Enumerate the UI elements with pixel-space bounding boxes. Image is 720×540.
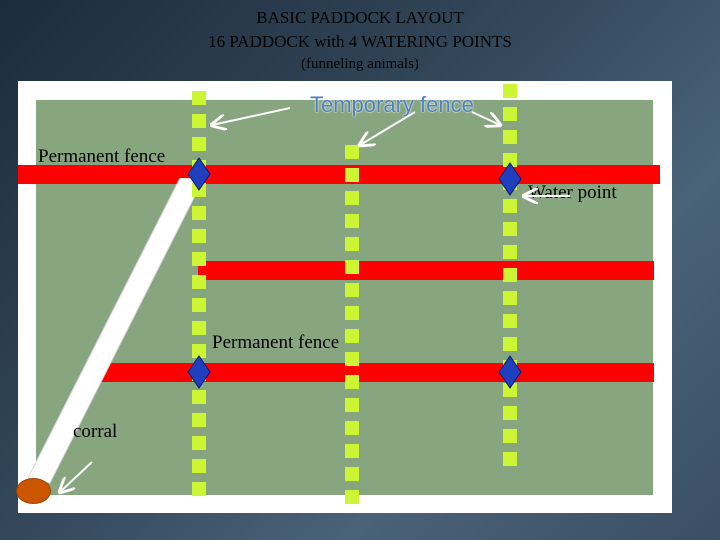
temporary-fence-left-post bbox=[192, 275, 206, 289]
temporary-fence-middle-post bbox=[345, 283, 359, 297]
temporary-fence-left-post bbox=[192, 344, 206, 358]
temporary-fence-right-post bbox=[503, 452, 517, 466]
temporary-fence-middle-post bbox=[345, 352, 359, 366]
temporary-fence-left-post bbox=[192, 229, 206, 243]
temporary-fence-right-post bbox=[503, 107, 517, 121]
water-point-1 bbox=[187, 157, 211, 191]
temporary-fence-label: Temporary fence bbox=[310, 92, 474, 117]
temporary-fence-middle-post bbox=[345, 398, 359, 412]
diagram-title: BASIC PADDOCK LAYOUT bbox=[256, 8, 464, 27]
temporary-fence-left-post bbox=[192, 390, 206, 404]
temporary-fence-middle-post bbox=[345, 214, 359, 228]
water-point-3 bbox=[187, 355, 211, 389]
permanent-fence-2 bbox=[198, 261, 654, 280]
water-point-label: Water point bbox=[528, 182, 617, 203]
temporary-fence-right-post bbox=[503, 245, 517, 259]
temporary-fence-left-post bbox=[192, 91, 206, 105]
temporary-fence-right-post bbox=[503, 291, 517, 305]
temporary-fence-right-post bbox=[503, 84, 517, 98]
temporary-fence-right-post bbox=[503, 222, 517, 236]
temporary-fence-middle-post bbox=[345, 375, 359, 389]
temporary-fence-middle-post bbox=[345, 329, 359, 343]
temporary-fence-left-post bbox=[192, 321, 206, 335]
temporary-fence-middle-post bbox=[345, 191, 359, 205]
temporary-fence-right-post bbox=[503, 153, 517, 167]
permanent-fence-label-middle: Permanent fence bbox=[212, 332, 340, 353]
temporary-fence-right-post bbox=[503, 383, 517, 397]
temporary-fence-left-post bbox=[192, 436, 206, 450]
temporary-fence-left-post bbox=[192, 114, 206, 128]
temporary-fence-middle-post bbox=[345, 168, 359, 182]
temporary-fence-left-post bbox=[192, 206, 206, 220]
corral-label: corral bbox=[73, 421, 118, 442]
temporary-fence-middle-post bbox=[345, 145, 359, 159]
temporary-fence-right-post bbox=[503, 199, 517, 213]
temporary-fence-left-post bbox=[192, 482, 206, 496]
temporary-fence-middle-post bbox=[345, 467, 359, 481]
corral bbox=[16, 478, 51, 504]
permanent-fence-label-top: Permanent fence bbox=[38, 146, 166, 167]
temporary-fence-middle-post bbox=[345, 490, 359, 504]
temporary-fence-left-post bbox=[192, 252, 206, 266]
temporary-fence-middle-post bbox=[345, 444, 359, 458]
temporary-fence-left-post bbox=[192, 459, 206, 473]
temporary-fence-left-post bbox=[192, 298, 206, 312]
diagram-note: (funneling animals) bbox=[301, 56, 419, 72]
funnel-lane bbox=[27, 178, 205, 484]
temporary-fence-right-post bbox=[503, 130, 517, 144]
temporary-fence-middle-post bbox=[345, 237, 359, 251]
temporary-fence-right-post bbox=[503, 429, 517, 443]
temporary-fence-middle-post bbox=[345, 421, 359, 435]
diagram-subtitle: 16 PADDOCK with 4 WATERING POINTS bbox=[208, 32, 512, 51]
temporary-fence-middle-post bbox=[345, 260, 359, 274]
temporary-fence-left-post bbox=[192, 413, 206, 427]
temporary-fence-middle-post bbox=[345, 306, 359, 320]
water-point-2 bbox=[498, 162, 522, 196]
temporary-fence-right-post bbox=[503, 268, 517, 282]
water-point-4 bbox=[498, 355, 522, 389]
temporary-fence-right-post bbox=[503, 406, 517, 420]
temporary-fence-right-post bbox=[503, 314, 517, 328]
temporary-fence-right-post bbox=[503, 337, 517, 351]
temporary-fence-left-post bbox=[192, 137, 206, 151]
